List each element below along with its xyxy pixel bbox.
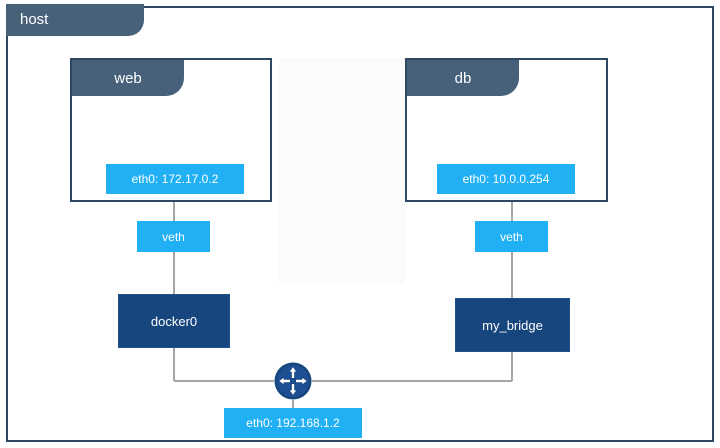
container-web-title: web xyxy=(72,60,184,96)
bridge-docker0[interactable]: docker0 xyxy=(118,294,230,348)
container-db-interface: eth0: 10.0.0.254 xyxy=(437,164,575,194)
host-label: host xyxy=(6,4,144,36)
container-db-title: db xyxy=(407,60,519,96)
host-interface: eth0: 192.168.1.2 xyxy=(224,408,362,438)
veth-web: veth xyxy=(137,221,210,252)
background-panel xyxy=(279,58,405,284)
container-web-interface: eth0: 172.17.0.2 xyxy=(106,164,244,194)
bridge-my-bridge[interactable]: my_bridge xyxy=(455,298,570,352)
router-icon xyxy=(274,362,312,400)
veth-db: veth xyxy=(475,221,548,252)
